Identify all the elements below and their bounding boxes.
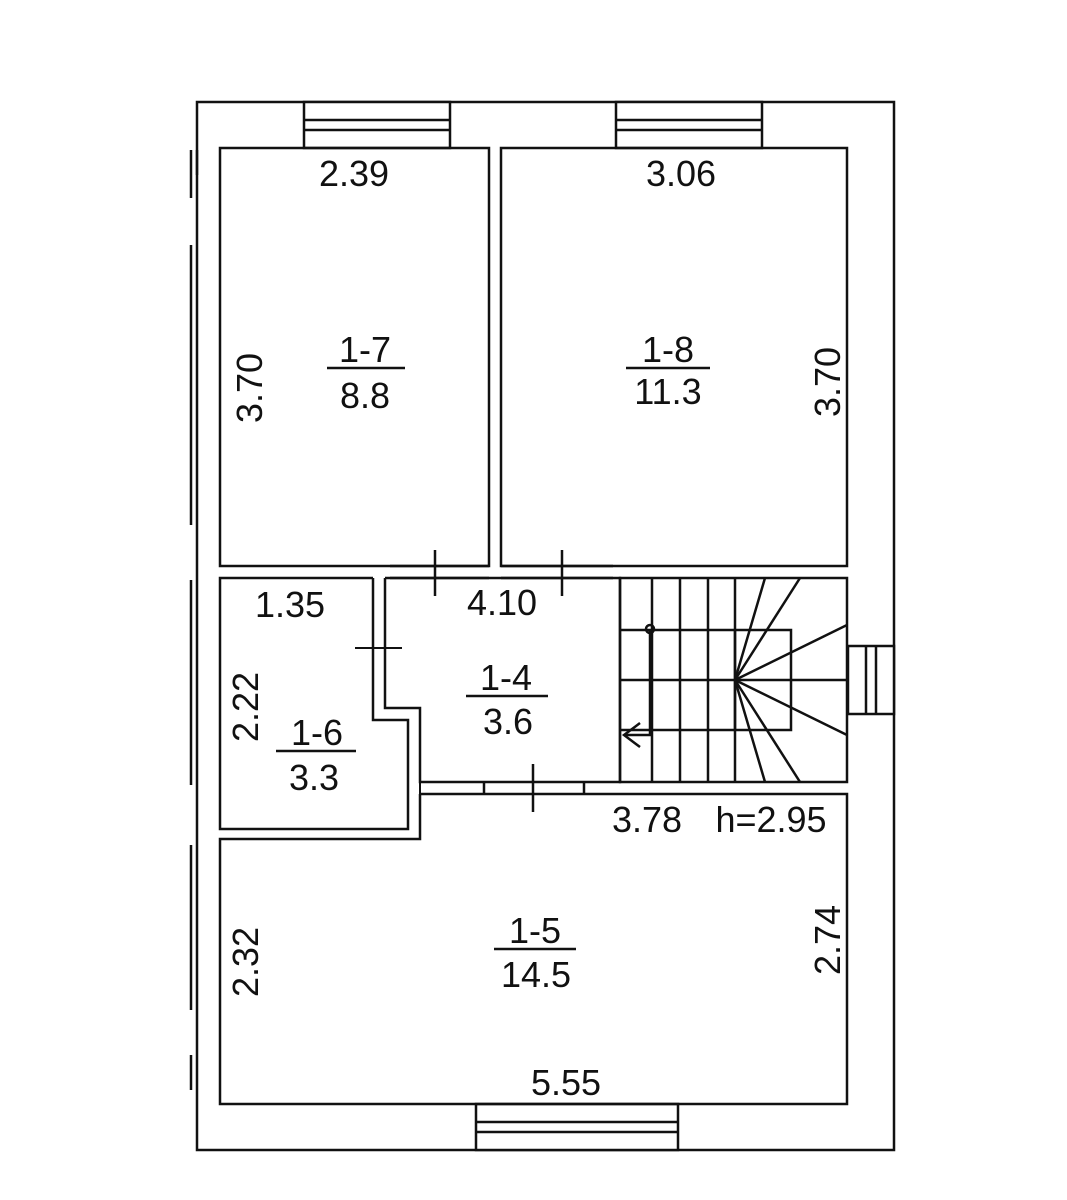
room-1-7-length: 3.70 bbox=[229, 353, 270, 423]
room-1-7-outline bbox=[218, 146, 491, 568]
room-1-4: 4.10 1-4 3.6 bbox=[383, 576, 622, 784]
room-1-8: 3.06 3.70 1-8 11.3 bbox=[499, 146, 849, 568]
room-1-8-area: 11.3 bbox=[634, 371, 701, 412]
window-bottom bbox=[474, 1102, 680, 1152]
room-1-5-outline bbox=[218, 792, 849, 1106]
room-1-4-area: 3.6 bbox=[483, 701, 533, 742]
room-1-8-id: 1-8 bbox=[642, 329, 694, 370]
room-1-5: 3.78 h=2.95 2.32 2.74 1-5 14.5 5.55 bbox=[218, 792, 849, 1106]
room-1-4-id: 1-4 bbox=[480, 657, 532, 698]
staircase bbox=[618, 576, 849, 784]
room-1-5-area: 14.5 bbox=[501, 954, 571, 995]
window-right bbox=[846, 644, 896, 716]
room-1-8-width: 3.06 bbox=[646, 153, 716, 194]
stair-winder bbox=[733, 577, 802, 681]
room-1-8-length: 3.70 bbox=[807, 347, 848, 417]
room-1-7-id: 1-7 bbox=[339, 329, 391, 370]
room-1-5-length-right: 2.74 bbox=[807, 905, 848, 975]
window-top-left bbox=[302, 100, 452, 150]
window-frame bbox=[846, 644, 896, 716]
ceiling-height: h=2.95 bbox=[715, 799, 826, 840]
window-frame bbox=[474, 1102, 680, 1152]
doorway-lower bbox=[482, 764, 586, 812]
stair-winder bbox=[734, 623, 848, 682]
stair-direction-arrow-line bbox=[624, 629, 652, 737]
room-1-7-width: 2.39 bbox=[319, 153, 389, 194]
room-1-6-width: 1.35 bbox=[255, 584, 325, 625]
room-1-4-width: 4.10 bbox=[467, 582, 537, 623]
stair-direction-arrow-head bbox=[621, 722, 641, 748]
room-1-6: 1.35 2.22 1-6 3.3 bbox=[218, 576, 421, 840]
window-frame bbox=[614, 100, 764, 150]
room-1-6-outline bbox=[218, 576, 410, 831]
stair-winder bbox=[734, 678, 848, 737]
room-1-7-area: 8.8 bbox=[340, 375, 390, 416]
room-1-6-id: 1-6 bbox=[291, 712, 343, 753]
room-1-7: 2.39 3.70 1-7 8.8 bbox=[218, 146, 491, 568]
room-1-5-length-left: 2.32 bbox=[225, 927, 266, 997]
room-1-5-width-top: 3.78 bbox=[612, 799, 682, 840]
stair-winder bbox=[733, 577, 767, 681]
stair-winder bbox=[733, 679, 767, 783]
room-1-5-id: 1-5 bbox=[509, 910, 561, 951]
room-1-6-length: 2.22 bbox=[225, 672, 266, 742]
room-1-5-width-bottom: 5.55 bbox=[531, 1062, 601, 1103]
window-top-right bbox=[614, 100, 764, 150]
room-1-8-outline bbox=[499, 146, 849, 568]
room-1-6-area: 3.3 bbox=[289, 757, 339, 798]
window-frame bbox=[302, 100, 452, 150]
stair-winder bbox=[733, 679, 802, 783]
